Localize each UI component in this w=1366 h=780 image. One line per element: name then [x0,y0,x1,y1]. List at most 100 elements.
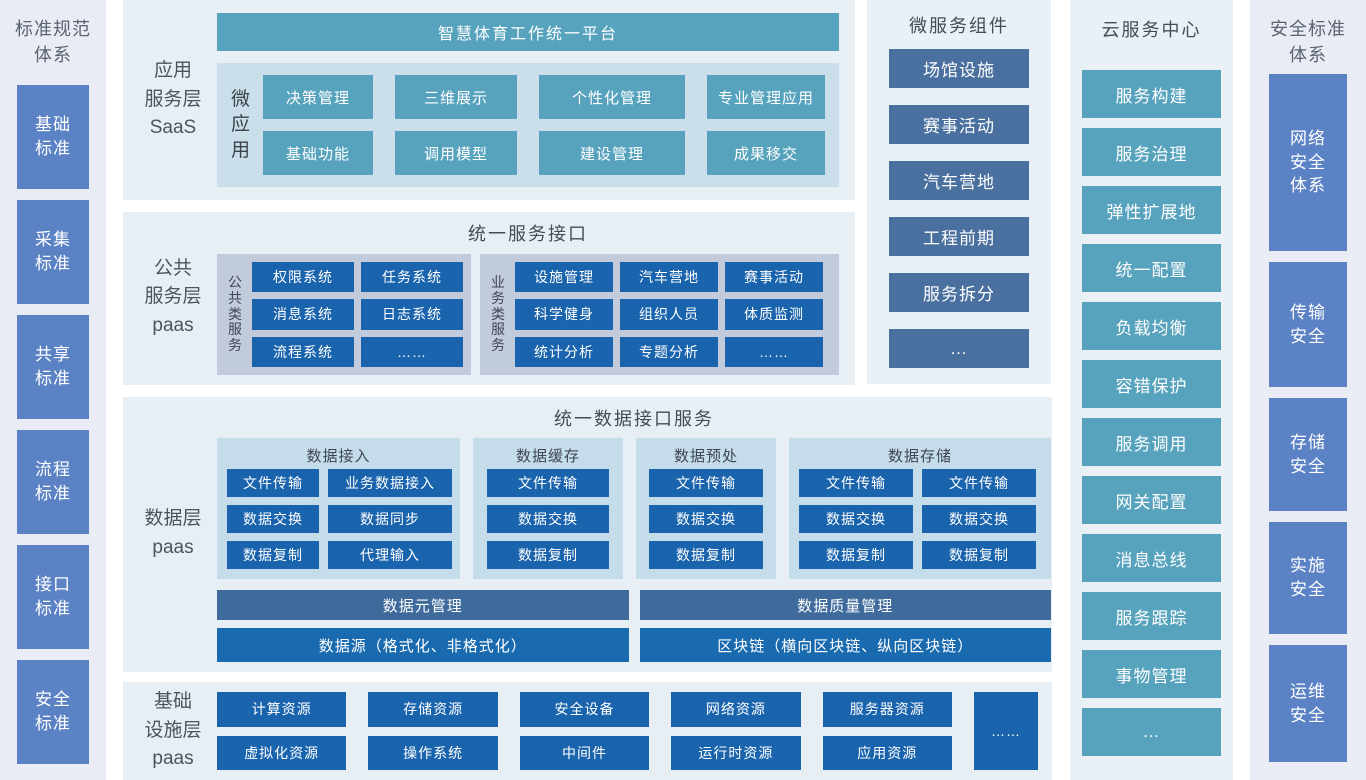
ms-more: … [889,329,1029,368]
cloud-service-center-title: 云服务中心 [1101,20,1202,40]
infra-security-device: 安全设备 [519,692,650,727]
security-standards-items: 网络 安全 体系 传输 安全 存储 安全 实施 安全 运维 安全 [1269,74,1347,762]
dc-replicate: 数据复制 [487,541,609,569]
microservice-components-column: 微服务组件 场馆设施 赛事活动 汽车营地 工程前期 服务拆分 … [867,0,1051,384]
app-construction: 建设管理 [539,131,686,175]
da-exchange: 数据交换 [227,505,319,533]
biz-event: 赛事活动 [725,262,823,293]
standard-item-interface: 接口 标准 [17,545,89,649]
infra-os: 操作系统 [368,735,498,770]
svc-more: …… [361,336,463,367]
infra-more: …… [973,692,1038,770]
cloud-unified-config: 统一配置 [1082,244,1221,292]
microservice-items: 场馆设施 赛事活动 汽车营地 工程前期 服务拆分 … [889,49,1029,368]
unified-data-interface-title: 统一数据接口服务 [554,409,714,429]
ds-file-transfer-2: 文件传输 [922,469,1036,497]
cloud-elastic-scaling: 弹性扩展地 [1082,186,1221,234]
da-replicate: 数据复制 [227,541,319,569]
public-service-layer-section: 公共 服务层 paas 统一服务接口 公 共 类 服 务 权限系统 任务系统 消… [123,212,855,385]
security-standards-title: 安全标准 体系 [1270,19,1346,66]
cloud-service-items: 服务构建 服务治理 弹性扩展地 统一配置 负载均衡 容错保护 服务调用 网关配置… [1082,70,1221,756]
da-proxy-input: 代理输入 [328,541,452,569]
standards-sidebar-items: 基础 标准 采集 标准 共享 标准 流程 标准 接口 标准 安全 标准 [17,85,89,764]
microservice-components-title: 微服务组件 [909,16,1009,36]
data-layer-section: 数据层 paas 统一数据接口服务 数据接入 文件传输 业务数据接入 数据交换 … [123,397,1052,672]
biz-personnel: 组织人员 [620,299,718,330]
dc-exchange: 数据交换 [487,505,609,533]
standards-sidebar-title: 标准规范 体系 [15,19,91,66]
app-3d-display: 三维展示 [395,75,518,119]
micro-apps-grid: 决策管理 三维展示 个性化管理 专业管理应用 基础功能 调用模型 建设管理 成果… [263,75,825,175]
cloud-more: … [1082,708,1221,756]
infra-server: 服务器资源 [822,692,952,727]
cloud-service-center-column: 云服务中心 服务构建 服务治理 弹性扩展地 统一配置 负载均衡 容错保护 服务调… [1070,0,1233,780]
sec-implementation: 实施 安全 [1269,522,1347,634]
cloud-transaction-mgmt: 事物管理 [1082,650,1221,698]
app-decision: 决策管理 [263,75,374,119]
ms-camp: 汽车营地 [889,161,1029,200]
biz-fitness: 科学健身 [515,299,613,330]
cloud-service-governance: 服务治理 [1082,128,1221,176]
biz-statistics: 统计分析 [515,336,613,367]
svc-permission: 权限系统 [252,262,354,293]
data-access-title: 数据接入 [306,448,371,465]
standards-sidebar: 标准规范 体系 基础 标准 采集 标准 共享 标准 流程 标准 接口 标准 安全… [0,0,106,780]
data-storage-title: 数据存储 [887,448,952,465]
data-layer-label: 数据层 paas [144,508,202,558]
cloud-service-trace: 服务跟踪 [1082,592,1221,640]
infra-middleware: 中间件 [519,735,650,770]
platform-header: 智慧体育工作统一平台 [217,13,839,51]
app-handover: 成果移交 [707,131,825,175]
cloud-service-build: 服务构建 [1082,70,1221,118]
cloud-service-invoke: 服务调用 [1082,418,1221,466]
infrastructure-layer-section: 基础 设施层 paas 计算资源 存储资源 安全设备 网络资源 服务器资源 ……… [123,682,1052,780]
cloud-fault-tolerance: 容错保护 [1082,360,1221,408]
infrastructure-grid: 计算资源 存储资源 安全设备 网络资源 服务器资源 …… 虚拟化资源 操作系统 … [217,692,1038,770]
infra-virtualization: 虚拟化资源 [217,735,347,770]
cloud-gateway-config: 网关配置 [1082,476,1221,524]
infra-compute: 计算资源 [217,692,347,727]
infra-runtime: 运行时资源 [671,735,801,770]
ms-venue-facility: 场馆设施 [889,49,1029,88]
public-services-group: 公 共 类 服 务 权限系统 任务系统 消息系统 日志系统 流程系统 …… [217,254,471,375]
svc-message: 消息系统 [252,299,354,330]
saas-layer-section: 应用 服务层 SaaS 智慧体育工作统一平台 微 应 用 决策管理 三维展示 个… [123,0,855,200]
sec-network-system: 网络 安全 体系 [1269,74,1347,251]
business-services-label: 业 务 类 服 务 [491,274,505,353]
micro-apps-panel: 微 应 用 决策管理 三维展示 个性化管理 专业管理应用 基础功能 调用模型 建… [217,63,839,187]
ds-file-transfer-1: 文件传输 [799,469,913,497]
da-business-access: 业务数据接入 [328,469,452,497]
da-sync: 数据同步 [328,505,452,533]
cloud-load-balance: 负载均衡 [1082,302,1221,350]
infra-application: 应用资源 [822,735,952,770]
security-standards-sidebar: 安全标准 体系 网络 安全 体系 传输 安全 存储 安全 实施 安全 运维 安全 [1250,0,1366,780]
ms-pre-engineering: 工程前期 [889,217,1029,256]
standard-item-basic: 基础 标准 [17,85,89,189]
ds-exchange-2: 数据交换 [922,505,1036,533]
ms-event: 赛事活动 [889,105,1029,144]
data-preprocess-title: 数据预处 [673,448,738,465]
data-cache-group: 数据缓存 文件传输 数据交换 数据复制 [473,438,623,579]
data-cache-title: 数据缓存 [515,448,580,465]
public-services-label: 公 共 类 服 务 [228,274,242,353]
biz-facility: 设施管理 [515,262,613,293]
da-file-transfer: 文件传输 [227,469,319,497]
sec-transmission: 传输 安全 [1269,262,1347,387]
standard-item-process: 流程 标准 [17,430,89,534]
infra-network: 网络资源 [671,692,801,727]
dc-file-transfer: 文件传输 [487,469,609,497]
business-services-group: 业 务 类 服 务 设施管理 汽车营地 赛事活动 科学健身 组织人员 体质监测 … [480,254,839,375]
data-quality-management-bar: 数据质量管理 [639,590,1051,620]
biz-physique: 体质监测 [725,299,823,330]
cloud-message-bus: 消息总线 [1082,534,1221,582]
data-preprocess-group: 数据预处 文件传输 数据交换 数据复制 [636,438,776,579]
sec-storage: 存储 安全 [1269,398,1347,511]
standard-item-security: 安全 标准 [17,660,89,764]
blockchain-bar: 区块链（横向区块链、纵向区块链） [639,628,1051,662]
standard-item-share: 共享 标准 [17,315,89,419]
unified-service-interface-title: 统一服务接口 [468,224,588,244]
dp-file-transfer: 文件传输 [649,469,763,497]
svc-log: 日志系统 [361,299,463,330]
app-model: 调用模型 [395,131,518,175]
data-storage-group: 数据存储 文件传输 文件传输 数据交换 数据交换 数据复制 数据复制 [789,438,1051,579]
